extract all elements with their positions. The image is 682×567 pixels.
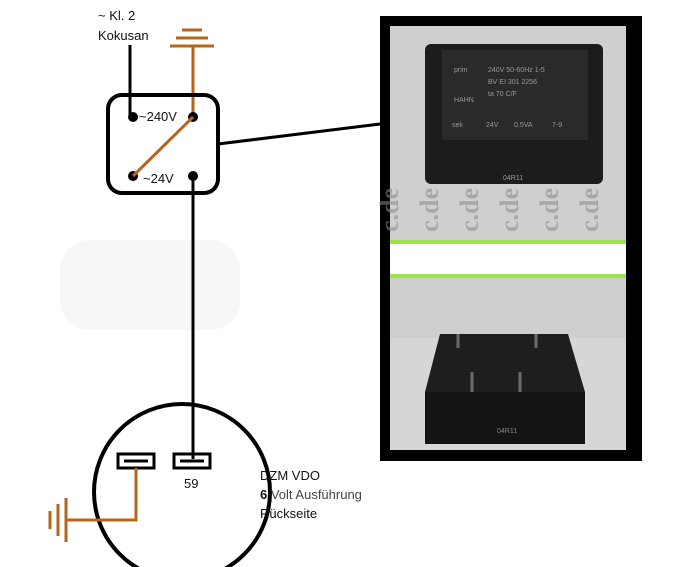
svg-text:c.de: c.de bbox=[415, 188, 444, 232]
ground-wire-bottom bbox=[66, 468, 138, 522]
svg-text:BV EI 301 2256: BV EI 301 2256 bbox=[488, 79, 537, 86]
photo-divider-top bbox=[390, 240, 626, 244]
svg-text:240V 50-60Hz 1-5: 240V 50-60Hz 1-5 bbox=[488, 67, 545, 74]
internal-bridge-wire bbox=[131, 115, 195, 178]
svg-text:c.de: c.de bbox=[535, 188, 564, 232]
svg-text:c.de: c.de bbox=[495, 188, 524, 232]
svg-text:c.de: c.de bbox=[575, 188, 604, 232]
photo-divider-bottom bbox=[390, 274, 626, 278]
svg-text:ta 70 C/F: ta 70 C/F bbox=[488, 91, 517, 98]
terminal-59-label: 59 bbox=[184, 476, 198, 491]
svg-text:c.de: c.de bbox=[455, 188, 484, 232]
svg-text:c.de: c.de bbox=[375, 188, 404, 232]
photo-watermark-text: c.de c.de c.de c.de c.de c.de bbox=[375, 188, 604, 232]
gauge-terminal-59 bbox=[172, 452, 212, 470]
photo-callout-line bbox=[217, 122, 381, 146]
note-side: Rückseite bbox=[260, 506, 317, 521]
supply-label-line1: ~ Kl. 2 bbox=[98, 8, 135, 23]
note-title: DZM VDO bbox=[260, 468, 320, 483]
svg-text:04R11: 04R11 bbox=[497, 428, 517, 435]
supply-label-line2: Kokusan bbox=[98, 28, 149, 43]
svg-text:04R11: 04R11 bbox=[503, 175, 523, 182]
secondary-voltage-label: ~24V bbox=[143, 171, 174, 186]
transformer-bottom-top-face bbox=[425, 334, 585, 392]
svg-text:HAHN: HAHN bbox=[454, 97, 474, 104]
background-smudge bbox=[60, 240, 240, 330]
gauge-back bbox=[92, 402, 272, 567]
transformer-photo: c.de c.de c.de c.de c.de c.de prim 240V … bbox=[375, 16, 642, 461]
note-voltage: 6 Volt Ausführung bbox=[260, 487, 362, 502]
ground-symbol-top bbox=[170, 28, 214, 48]
terminal-240v-left bbox=[128, 112, 138, 122]
svg-text:prim: prim bbox=[454, 67, 468, 74]
svg-text:7-9: 7-9 bbox=[552, 122, 562, 129]
svg-text:0.5VA: 0.5VA bbox=[514, 122, 533, 129]
transformer-bottom-side bbox=[425, 392, 585, 444]
ground-symbol-bottom bbox=[48, 498, 68, 542]
primary-voltage-label: ~240V bbox=[139, 109, 177, 124]
svg-text:24V: 24V bbox=[486, 122, 499, 129]
svg-text:sek: sek bbox=[452, 122, 463, 129]
